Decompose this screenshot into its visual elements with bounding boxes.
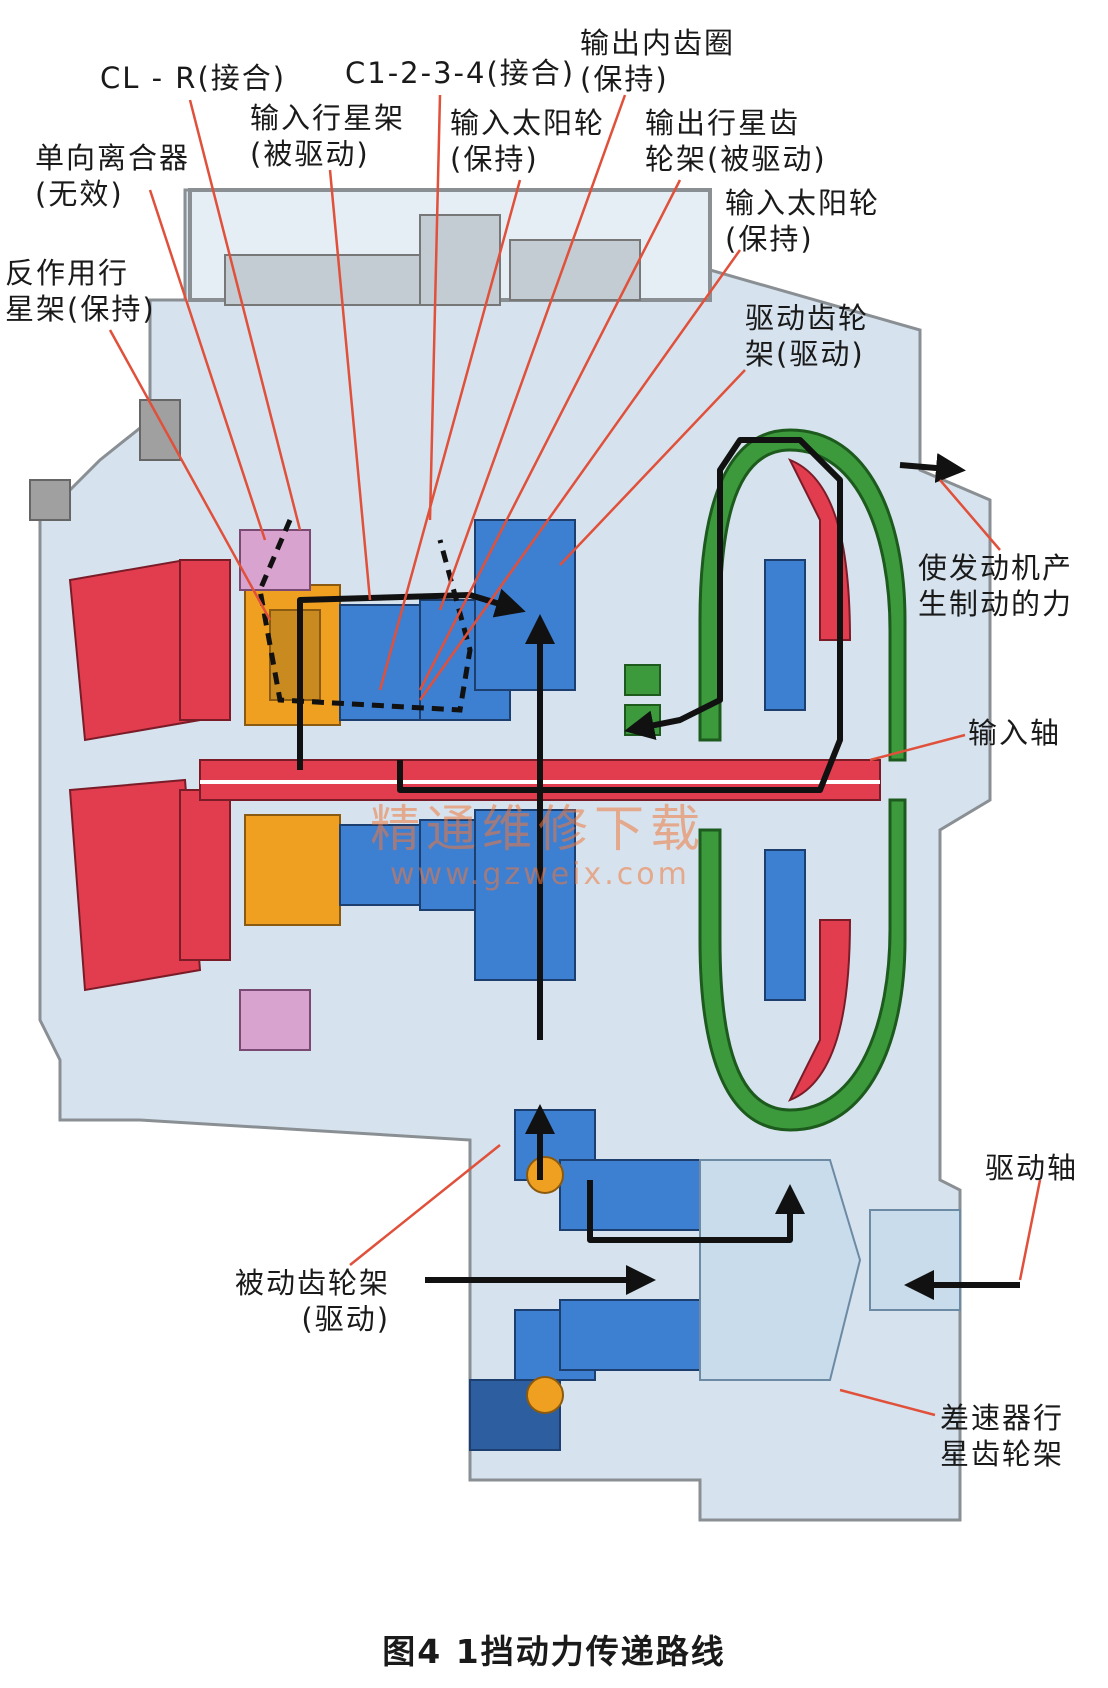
label-engine-brake-force: 使发动机产 生制动的力: [918, 550, 1073, 622]
label-drive-gear-carrier: 驱动齿轮 架(驱动): [745, 300, 869, 372]
label-input-carrier: 输入行星架 (被驱动): [250, 100, 405, 172]
label-differential-carrier-line1: 差速器行: [940, 1401, 1065, 1435]
label-differential-carrier: 差速器行 星齿轮架: [940, 1400, 1064, 1472]
label-one-way-clutch-line1: 单向离合器: [35, 141, 191, 175]
figure-caption: 图4 1挡动力传递路线: [382, 1632, 726, 1671]
label-reaction-carrier-line2: 星架(保持): [5, 292, 156, 326]
watermark-line2: www.gzweix.com: [390, 857, 690, 892]
label-c1234-clutch-line1: C1-2-3-4(接合): [345, 56, 576, 90]
label-driven-gear-carrier-line2: (驱动): [301, 1302, 391, 1336]
label-input-carrier-line1: 输入行星架: [250, 101, 406, 135]
label-clr-clutch: CL - R(接合): [100, 60, 286, 96]
left-bracket: [29, 399, 181, 521]
label-reaction-carrier-line1: 反作用行: [5, 256, 130, 290]
label-input-sun-gear-2-line1: 输入太阳轮: [725, 186, 881, 220]
label-output-carrier-line1: 输出行星齿: [645, 106, 801, 140]
label-input-sun-gear-1: 输入太阳轮 (保持): [450, 105, 605, 177]
label-driven-gear-carrier-line1: 被动齿轮架: [235, 1266, 391, 1300]
label-one-way-clutch: 单向离合器 (无效): [35, 140, 190, 212]
label-one-way-clutch-line2: (无效): [35, 177, 124, 211]
label-input-sun-gear-1-line2: (保持): [450, 142, 539, 176]
dashed-flow: [257, 519, 473, 713]
label-output-ring-gear-line1: 输出内齿圈: [580, 26, 736, 60]
label-drive-gear-carrier-line2: 架(驱动): [745, 337, 865, 371]
label-input-sun-gear-2-line2: (保持): [725, 222, 814, 256]
top-cover: [188, 188, 712, 306]
label-input-sun-gear-2: 输入太阳轮 (保持): [725, 185, 880, 257]
label-input-shaft-line1: 输入轴: [968, 716, 1062, 750]
label-drive-shaft: 驱动轴: [985, 1150, 1078, 1186]
label-reaction-carrier: 反作用行 星架(保持): [5, 255, 156, 327]
label-input-sun-gear-1-line1: 输入太阳轮: [450, 106, 606, 140]
watermark: 精通维修下载 www.gzweix.com: [370, 800, 706, 892]
label-input-shaft: 输入轴: [968, 715, 1061, 751]
label-c1234-clutch: C1-2-3-4(接合): [345, 55, 575, 91]
left-clutch-packs: [68, 558, 231, 992]
reaction-carrier: [244, 584, 341, 926]
label-engine-brake-force-line1: 使发动机产: [918, 551, 1074, 585]
label-differential-carrier-line2: 星齿轮架: [940, 1437, 1065, 1471]
torque-converter: [698, 428, 907, 1132]
label-clr-clutch-line1: CL - R(接合): [100, 61, 287, 95]
label-output-carrier: 输出行星齿 轮架(被驱动): [645, 105, 827, 177]
final-drive: [469, 1109, 701, 1451]
power-flow: [297, 437, 1020, 1300]
label-drive-shaft-line1: 驱动轴: [985, 1151, 1079, 1185]
bearings: [526, 1156, 564, 1414]
one-way-clutch: [239, 529, 311, 1051]
label-engine-brake-force-line2: 生制动的力: [918, 587, 1074, 621]
label-output-carrier-line2: 轮架(被驱动): [645, 142, 827, 176]
label-input-carrier-line2: (被驱动): [250, 137, 370, 171]
label-drive-gear-carrier-line1: 驱动齿轮: [745, 301, 870, 335]
label-driven-gear-carrier: 被动齿轮架 (驱动): [235, 1265, 390, 1337]
watermark-line1: 精通维修下载: [370, 800, 706, 858]
label-output-ring-gear-line2: (保持): [580, 62, 669, 96]
leader-lines: [108, 94, 1042, 1417]
label-output-ring-gear: 输出内齿圈 (保持): [580, 25, 735, 97]
